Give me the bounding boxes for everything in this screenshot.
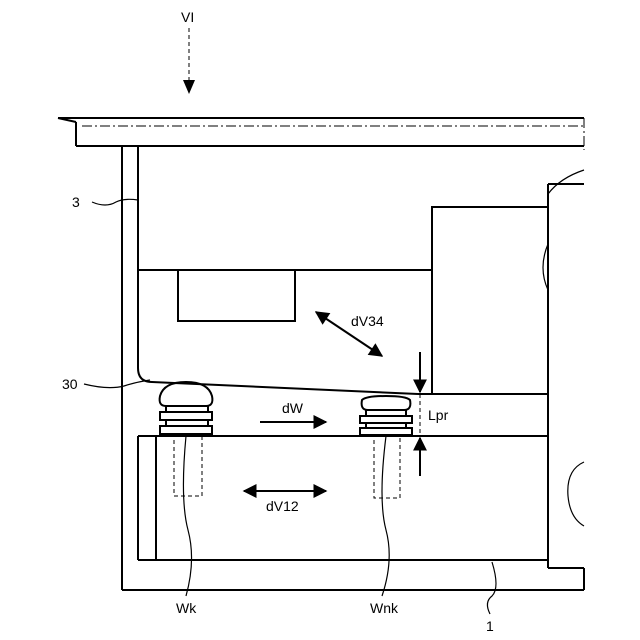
label-dv12: dV12: [266, 498, 299, 514]
lower-board: [138, 436, 548, 560]
wnk-leader: [382, 436, 389, 596]
leader-part-3: [92, 199, 138, 205]
recess-block: [178, 270, 295, 321]
leader-part-1: [487, 562, 496, 614]
label-part-1: 1: [486, 618, 494, 634]
screw-wnk: [360, 396, 412, 596]
wk-leader: [183, 436, 191, 596]
label-wnk: Wnk: [370, 600, 399, 616]
housing-frame: [122, 146, 584, 590]
right-side-plate: [543, 170, 584, 568]
view-marker-label: VI: [181, 9, 194, 25]
right-block: [418, 207, 548, 394]
label-dw: dW: [282, 400, 304, 416]
label-part-3: 3: [72, 194, 80, 210]
label-dv34: dV34: [351, 313, 384, 329]
label-part-30: 30: [62, 376, 78, 392]
upper-part-3: [138, 146, 432, 394]
leader-part-30: [84, 380, 150, 388]
round-feature-top: [548, 170, 584, 194]
screw-wk: [160, 382, 213, 596]
top-plate: [58, 118, 584, 150]
view-direction-arrowhead: [183, 80, 195, 94]
round-feature-bottom: [568, 462, 584, 526]
label-wk: Wk: [176, 600, 197, 616]
label-lpr: Lpr: [428, 407, 449, 423]
